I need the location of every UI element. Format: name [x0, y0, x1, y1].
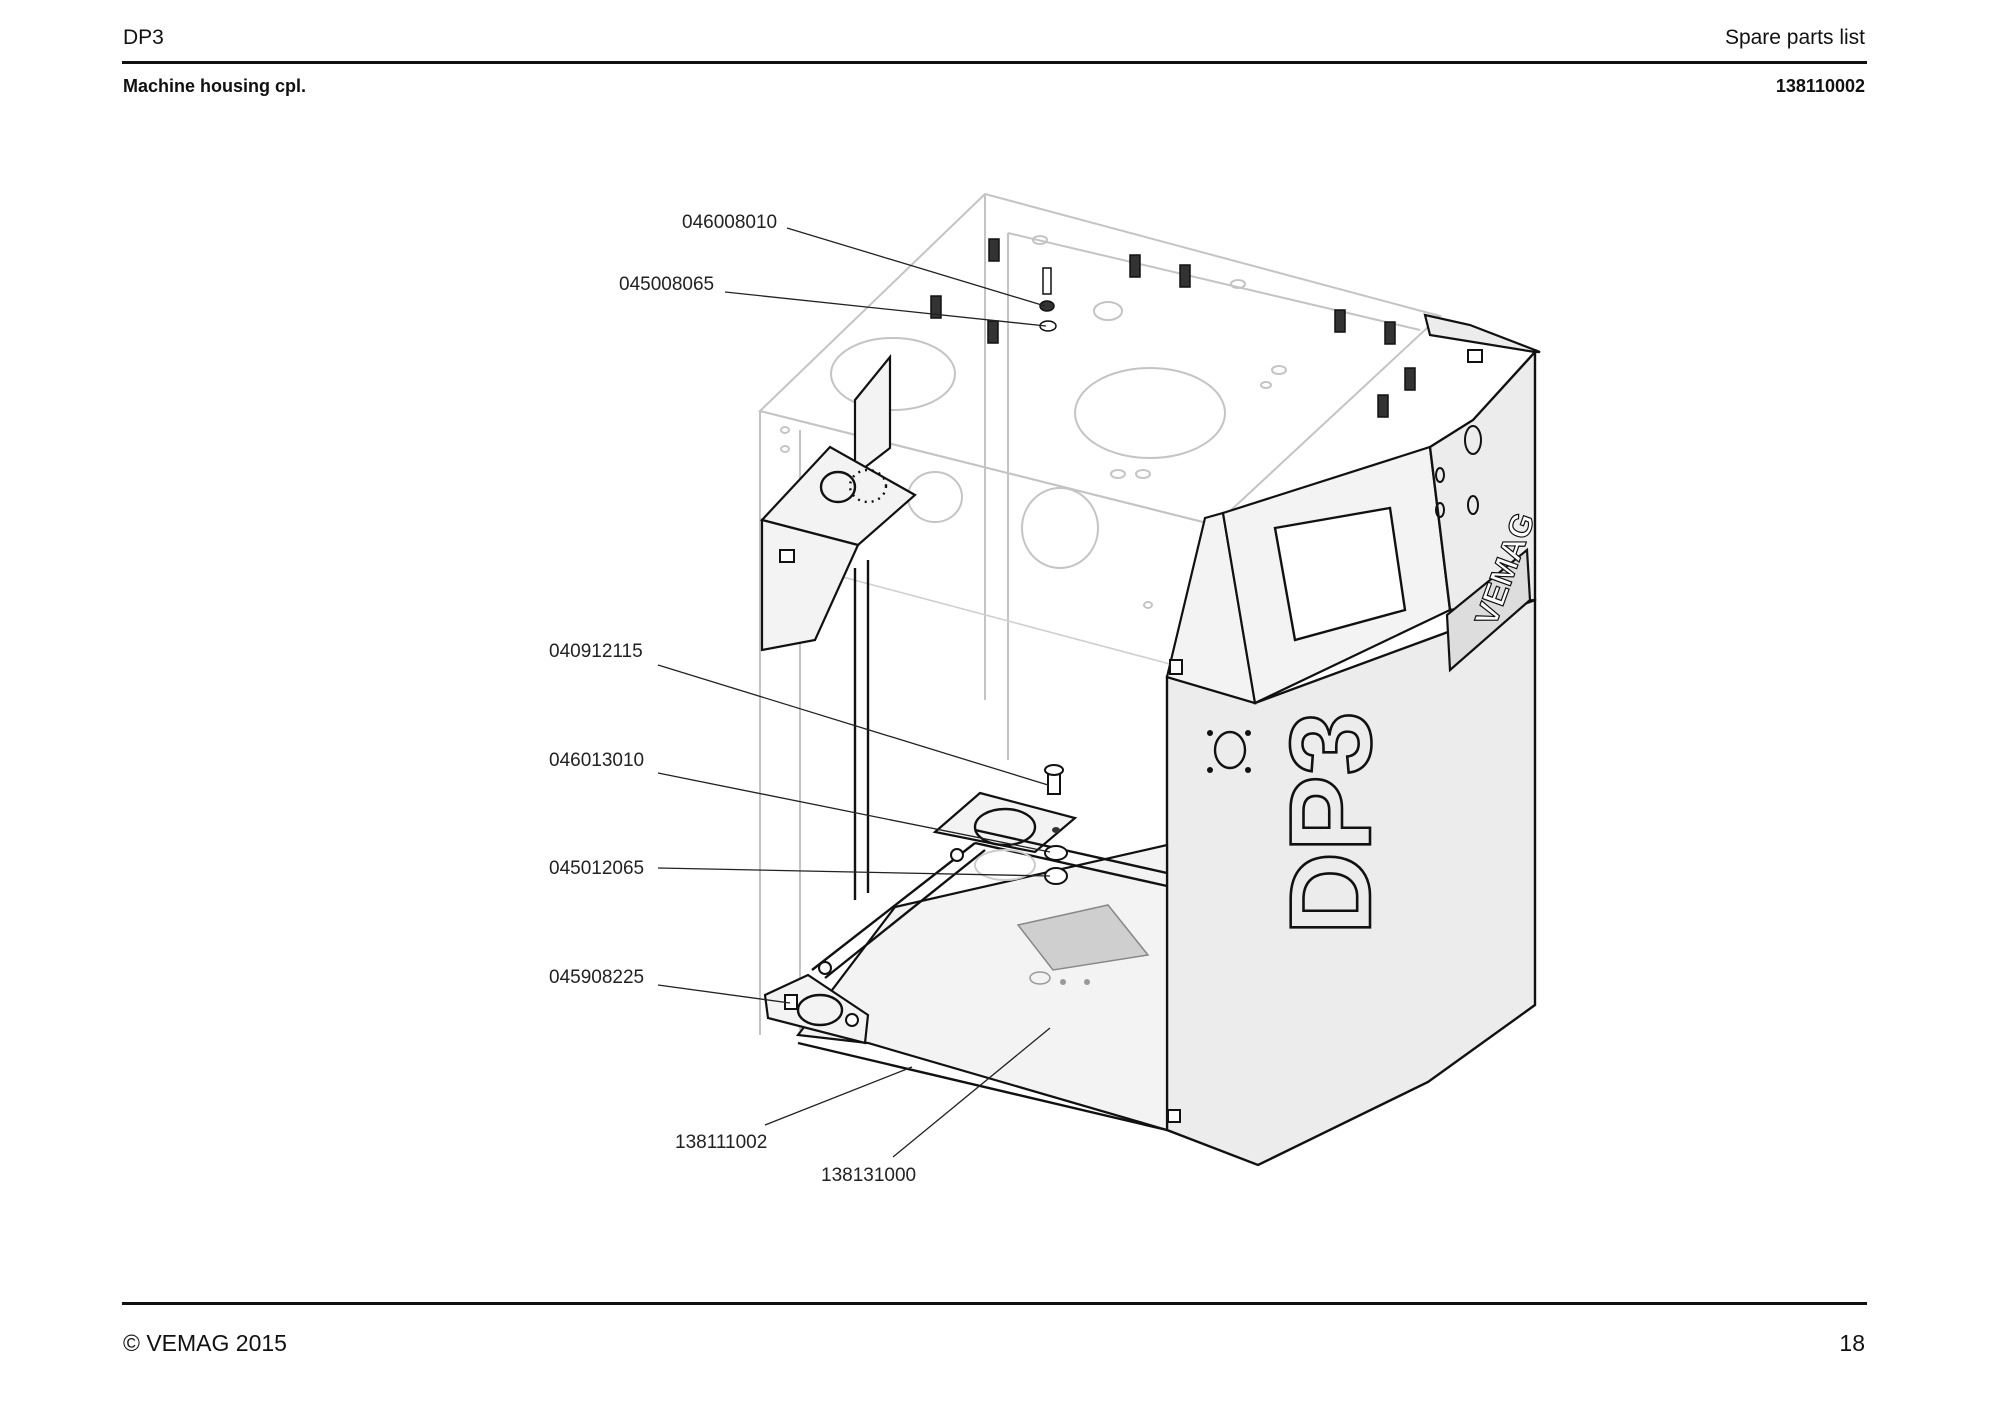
page-number: 18	[1839, 1330, 1865, 1356]
left-bracket	[759, 353, 917, 900]
footer-rule	[122, 1302, 1867, 1305]
front-housing: VEMAG DP3	[1165, 313, 1542, 1167]
assembly-name: Machine housing cpl.	[123, 76, 307, 96]
base-frame	[763, 791, 1169, 1132]
header-rule	[122, 61, 1867, 64]
part-number-label: 046013010	[549, 750, 644, 771]
part-number-label: 045008065	[619, 274, 714, 295]
copyright-notice: © VEMAG 2015	[123, 1330, 287, 1356]
part-number-label: 040912115	[549, 641, 643, 662]
top-bolts	[930, 238, 1416, 418]
assembly-number: 138110002	[1775, 76, 1865, 96]
lower-hardware	[1044, 764, 1068, 885]
header-doc-type: Spare parts list	[1724, 26, 1865, 49]
part-number-label: 046008010	[682, 212, 777, 233]
vent-grille	[1016, 904, 1150, 971]
part-number-labels: 046008010 045008065 040912115 046013010 …	[549, 212, 916, 1186]
housing-lettering: DP3	[1267, 711, 1395, 935]
part-number-label: 045908225	[549, 967, 644, 988]
part-number-label: 138111002	[675, 1132, 767, 1153]
header-model: DP3	[123, 26, 164, 49]
part-number-label: 138131000	[821, 1165, 916, 1186]
leader-lines	[657, 227, 1051, 1158]
part-number-label: 045012065	[549, 858, 644, 879]
